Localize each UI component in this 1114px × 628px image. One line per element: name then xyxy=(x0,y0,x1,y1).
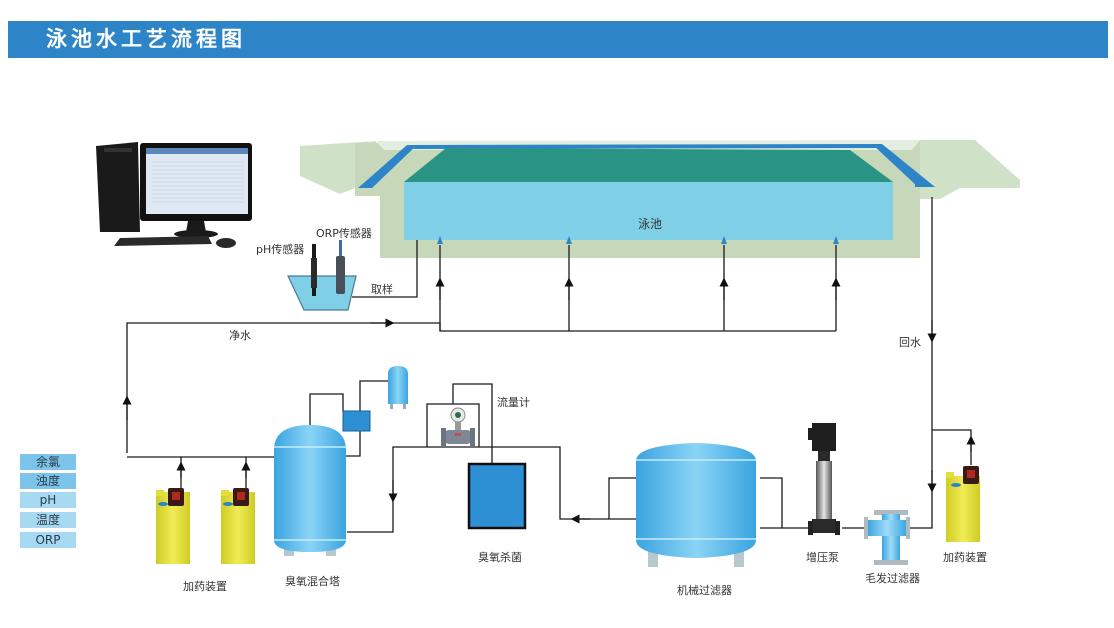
dosing-device-1 xyxy=(156,488,190,564)
page-title: 泳池水工艺流程图 xyxy=(46,27,246,51)
orp-probe xyxy=(336,256,345,294)
ozone-sterilizer xyxy=(467,462,527,530)
dosing-device-left-label: 加药装置 xyxy=(183,580,227,593)
pool-floor xyxy=(404,148,893,182)
pipelines xyxy=(122,197,976,533)
mechanical-filter-label: 机械过滤器 xyxy=(677,583,732,597)
pool-inlets xyxy=(437,236,839,244)
dosing-device-2 xyxy=(221,488,255,564)
monitoring-computer xyxy=(96,142,252,248)
parameter-turbidity: 浊度 xyxy=(20,473,76,489)
orp-sensor-label: ORP传感器 xyxy=(316,227,372,240)
pool-label: 泳池 xyxy=(638,217,662,231)
ozone-mixing-tower xyxy=(274,425,346,556)
dosing-device-3 xyxy=(946,466,980,542)
parameter-residual-chlorine: 余氯 xyxy=(20,454,76,470)
dosing-device-right-label: 加药装置 xyxy=(943,551,987,564)
ozone-generator-tank xyxy=(388,366,408,409)
parameter-orp: ORP xyxy=(20,532,76,548)
gutter-left xyxy=(358,145,417,188)
distribution-manifold xyxy=(439,323,836,332)
swimming-pool: 泳池 xyxy=(300,140,1020,258)
ph-sensor-label: pH传感器 xyxy=(256,243,304,256)
mouse xyxy=(216,238,236,248)
sensor-basin xyxy=(287,240,357,311)
parameter-ph: pH xyxy=(20,492,76,508)
booster-pump xyxy=(808,423,840,535)
ozone-mixing-tower-label: 臭氧混合塔 xyxy=(285,574,340,588)
booster-pump-label: 增压泵 xyxy=(806,550,839,564)
pc-tower xyxy=(96,142,140,232)
return-water-label: 回水 xyxy=(899,336,921,349)
flow-meter xyxy=(441,407,475,446)
pool-deck-right xyxy=(920,140,1020,199)
right-dosing-line xyxy=(932,429,972,465)
gutter-right xyxy=(872,144,935,187)
mechanical-filter xyxy=(636,443,756,567)
parameter-temperature: 温度 xyxy=(20,512,76,528)
flow-meter-label: 流量计 xyxy=(497,395,530,409)
keyboard xyxy=(114,236,212,246)
sampling-label: 取样 xyxy=(371,282,393,296)
sampling-line xyxy=(352,240,418,298)
monitor-screen xyxy=(146,148,248,214)
ozone-injector xyxy=(342,410,371,432)
return-water-line xyxy=(906,197,933,529)
hair-filter-label: 毛发过滤器 xyxy=(865,571,920,585)
hair-filter xyxy=(864,510,910,565)
clean-water-label: 净水 xyxy=(229,328,251,342)
header-bar xyxy=(8,21,1108,58)
pool-water xyxy=(404,182,893,240)
ozone-sterilization-label: 臭氧杀菌 xyxy=(478,550,522,564)
